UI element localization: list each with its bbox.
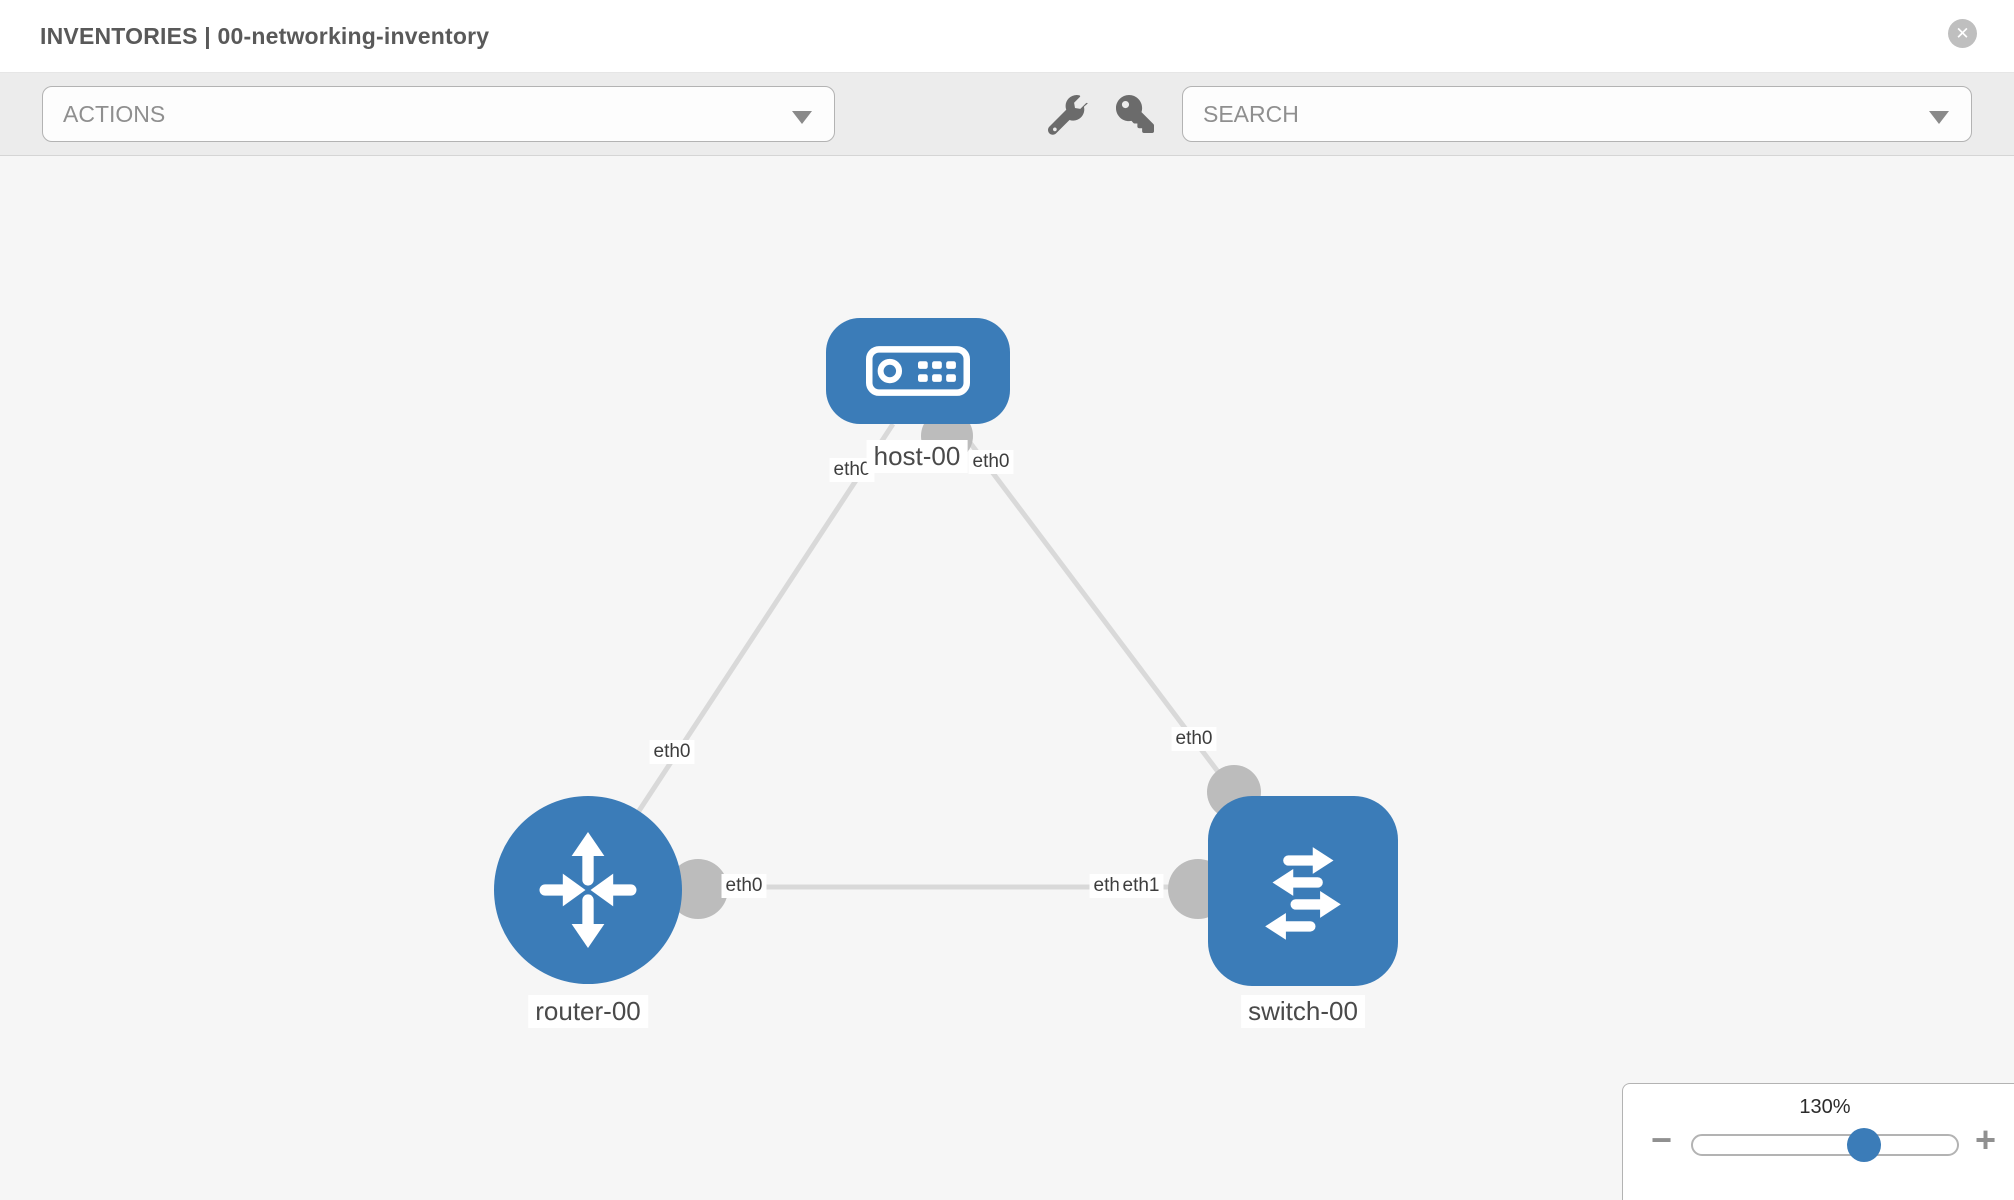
chevron-down-icon (792, 111, 812, 124)
search-dropdown[interactable]: SEARCH (1182, 86, 1972, 142)
close-icon: ✕ (1955, 23, 1970, 43)
interface-label: eth0 (649, 740, 695, 764)
zoom-in-button[interactable]: + (1975, 1119, 1997, 1160)
zoom-panel: 130% − + (1622, 1083, 2014, 1200)
toolbar: ACTIONS SEARCH (0, 73, 2014, 156)
interface-label: eth0 (721, 874, 767, 898)
window-header: INVENTORIES | 00-networking-inventory ✕ (0, 0, 2014, 73)
node-label-host-00: host-00 (866, 440, 968, 473)
page-title: INVENTORIES | 00-networking-inventory (40, 22, 490, 49)
zoom-slider[interactable] (1691, 1134, 1959, 1156)
edge-host-router (609, 422, 896, 854)
wrench-icon[interactable] (1048, 95, 1088, 135)
node-label-switch-00: switch-00 (1241, 995, 1365, 1028)
actions-dropdown[interactable]: ACTIONS (42, 86, 835, 142)
key-icon[interactable] (1116, 95, 1154, 133)
topology-canvas[interactable]: eth0 eth0 eth0 eth0 eth0 eth0 eth1 host-… (0, 156, 2014, 1200)
search-dropdown-placeholder: SEARCH (1203, 100, 1299, 127)
chevron-down-icon (1929, 111, 1949, 124)
zoom-out-button[interactable]: − (1651, 1119, 1673, 1160)
interface-label: eth1 (1118, 874, 1164, 898)
interface-connector[interactable] (668, 859, 728, 919)
host-icon (866, 346, 970, 396)
actions-dropdown-value: ACTIONS (63, 100, 166, 127)
zoom-level: 130% (1799, 1096, 1851, 1118)
router-icon (539, 832, 637, 948)
node-switch-00[interactable] (1208, 796, 1398, 986)
node-router-00[interactable] (494, 796, 682, 984)
interface-label: eth0 (1171, 727, 1217, 751)
node-label-router-00: router-00 (528, 995, 648, 1028)
switch-icon (1265, 847, 1341, 940)
close-button[interactable]: ✕ (1948, 19, 1977, 48)
zoom-slider-thumb[interactable] (1847, 1128, 1881, 1162)
node-host-00[interactable] (826, 318, 1010, 424)
interface-label: eth0 (968, 450, 1014, 474)
